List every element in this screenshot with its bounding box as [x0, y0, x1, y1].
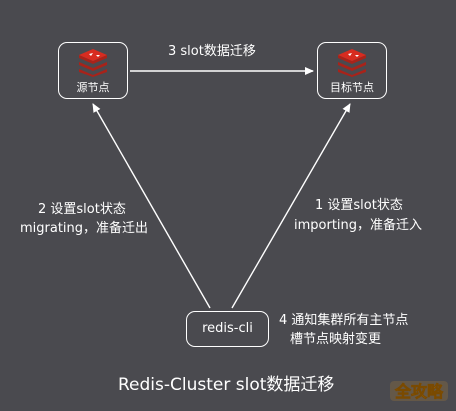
migrate-label: 3 slot数据迁移	[168, 44, 256, 59]
source-node-label: 源节点	[76, 81, 110, 94]
edge-importing-arrow	[231, 103, 351, 309]
edge-migrating-arrow	[92, 103, 211, 309]
redis-icon	[79, 49, 107, 77]
diagram-caption: Redis-Cluster slot数据迁移	[118, 375, 335, 395]
notify-label-line2: 槽节点映射变更	[290, 332, 382, 347]
svg-text:全攻略: 全攻略	[394, 382, 444, 401]
migrating-label-line1: 2 设置slot状态	[38, 202, 126, 217]
source-node: 源节点	[58, 42, 128, 99]
notify-label-line1: 4 通知集群所有主节点	[279, 313, 409, 328]
importing-label-line2: importing，准备迁入	[294, 218, 423, 233]
migrating-label-line2: migrating，准备迁出	[20, 221, 149, 236]
target-node-label: 目标节点	[330, 81, 374, 94]
importing-label-line1: 1 设置slot状态	[315, 198, 403, 213]
redis-cli-label: redis-cli	[202, 321, 253, 336]
redis-cli-node: redis-cli	[186, 311, 269, 347]
watermark-logo: 全攻略	[390, 381, 448, 401]
target-node: 目标节点	[317, 42, 387, 99]
redis-icon	[338, 49, 366, 77]
